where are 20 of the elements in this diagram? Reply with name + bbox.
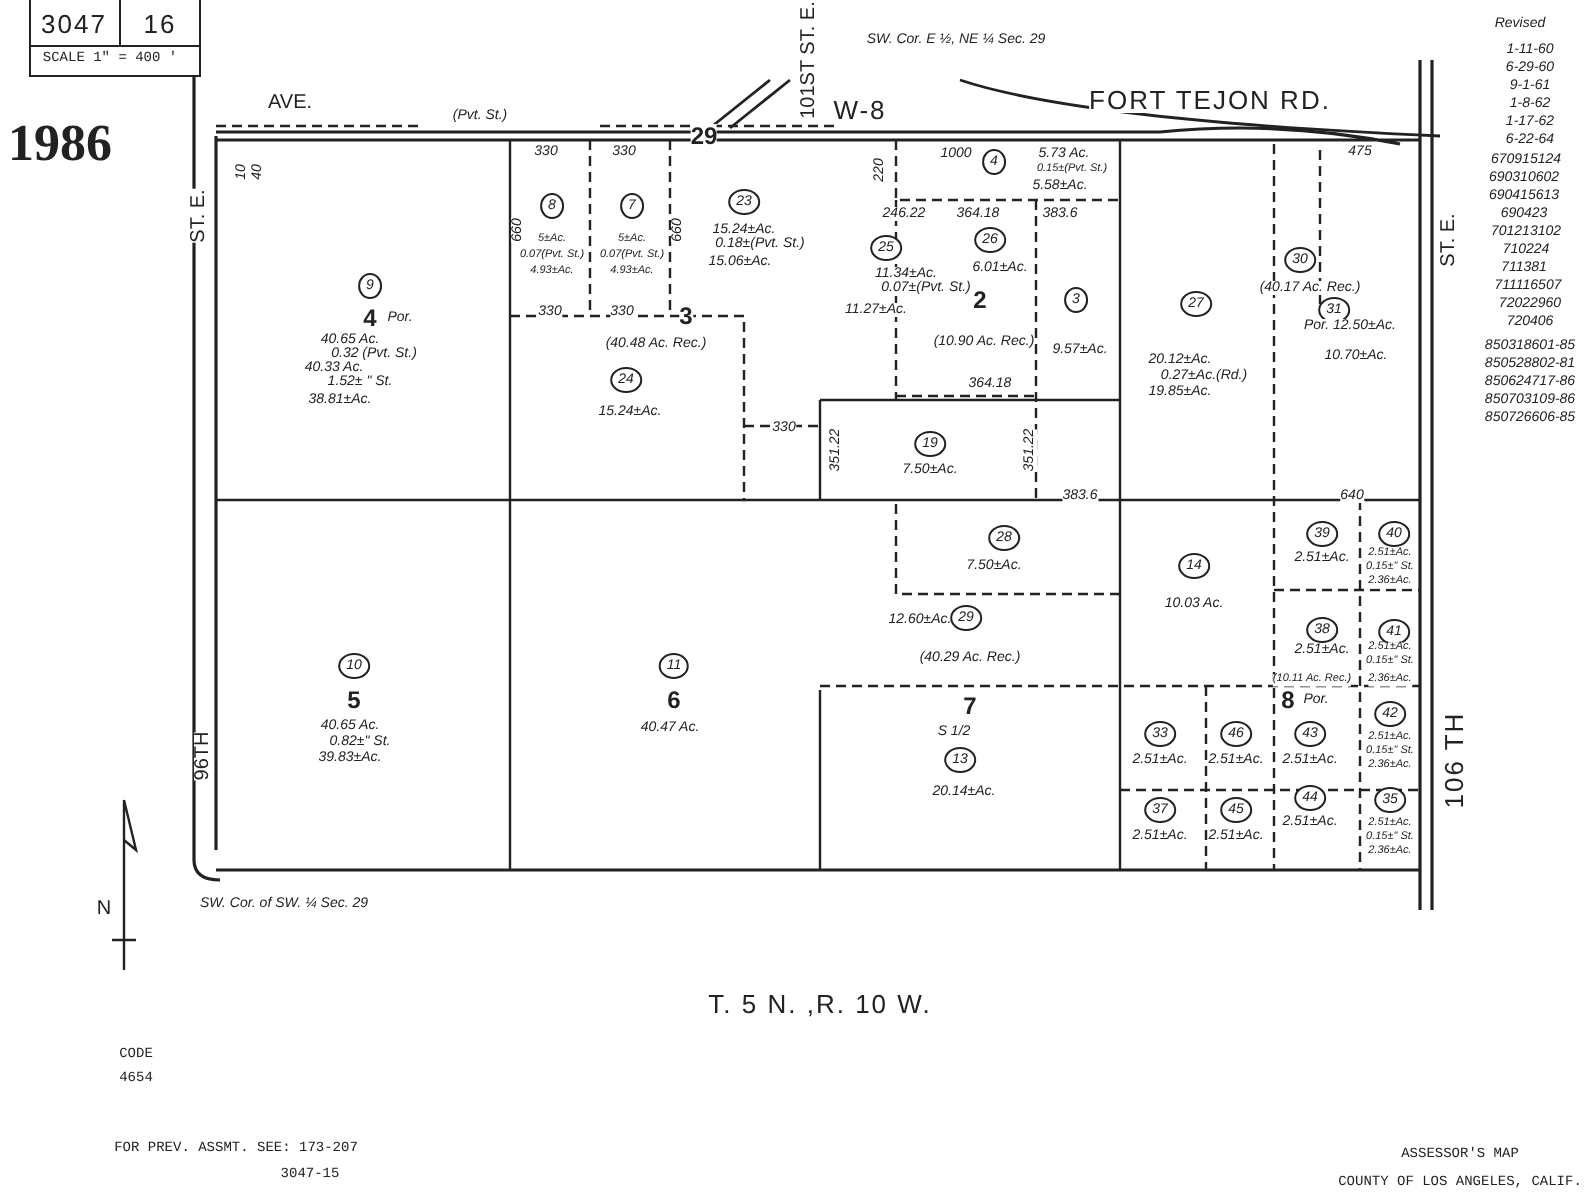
lot-number: 6 xyxy=(667,688,681,712)
street-name: 96TH xyxy=(194,731,214,781)
map-heading: 16 xyxy=(143,11,177,37)
street-name: N xyxy=(96,900,112,920)
map-heading: 106 TH xyxy=(1441,711,1467,809)
lot-number: 4 xyxy=(363,306,377,330)
lot-number: 8 xyxy=(1281,688,1295,712)
lot-number: 5 xyxy=(347,688,361,712)
street-name: ST. E. xyxy=(1440,213,1460,267)
street-name: 101ST ST. E. xyxy=(800,1,820,119)
street-name: AVE. xyxy=(267,94,313,114)
street-name: ST. E. xyxy=(190,189,210,243)
lot-number: 3 xyxy=(679,304,693,328)
map-heading: FORT TEJON RD. xyxy=(1089,87,1331,113)
map-heading: 3047 xyxy=(41,11,107,37)
map-heading: T. 5 N. ,R. 10 W. xyxy=(708,991,932,1017)
lot-number: 7 xyxy=(963,694,977,718)
map-heading: W-8 xyxy=(833,97,887,123)
lot-number: 2 xyxy=(973,288,987,312)
lot-number: 29 xyxy=(690,124,718,148)
